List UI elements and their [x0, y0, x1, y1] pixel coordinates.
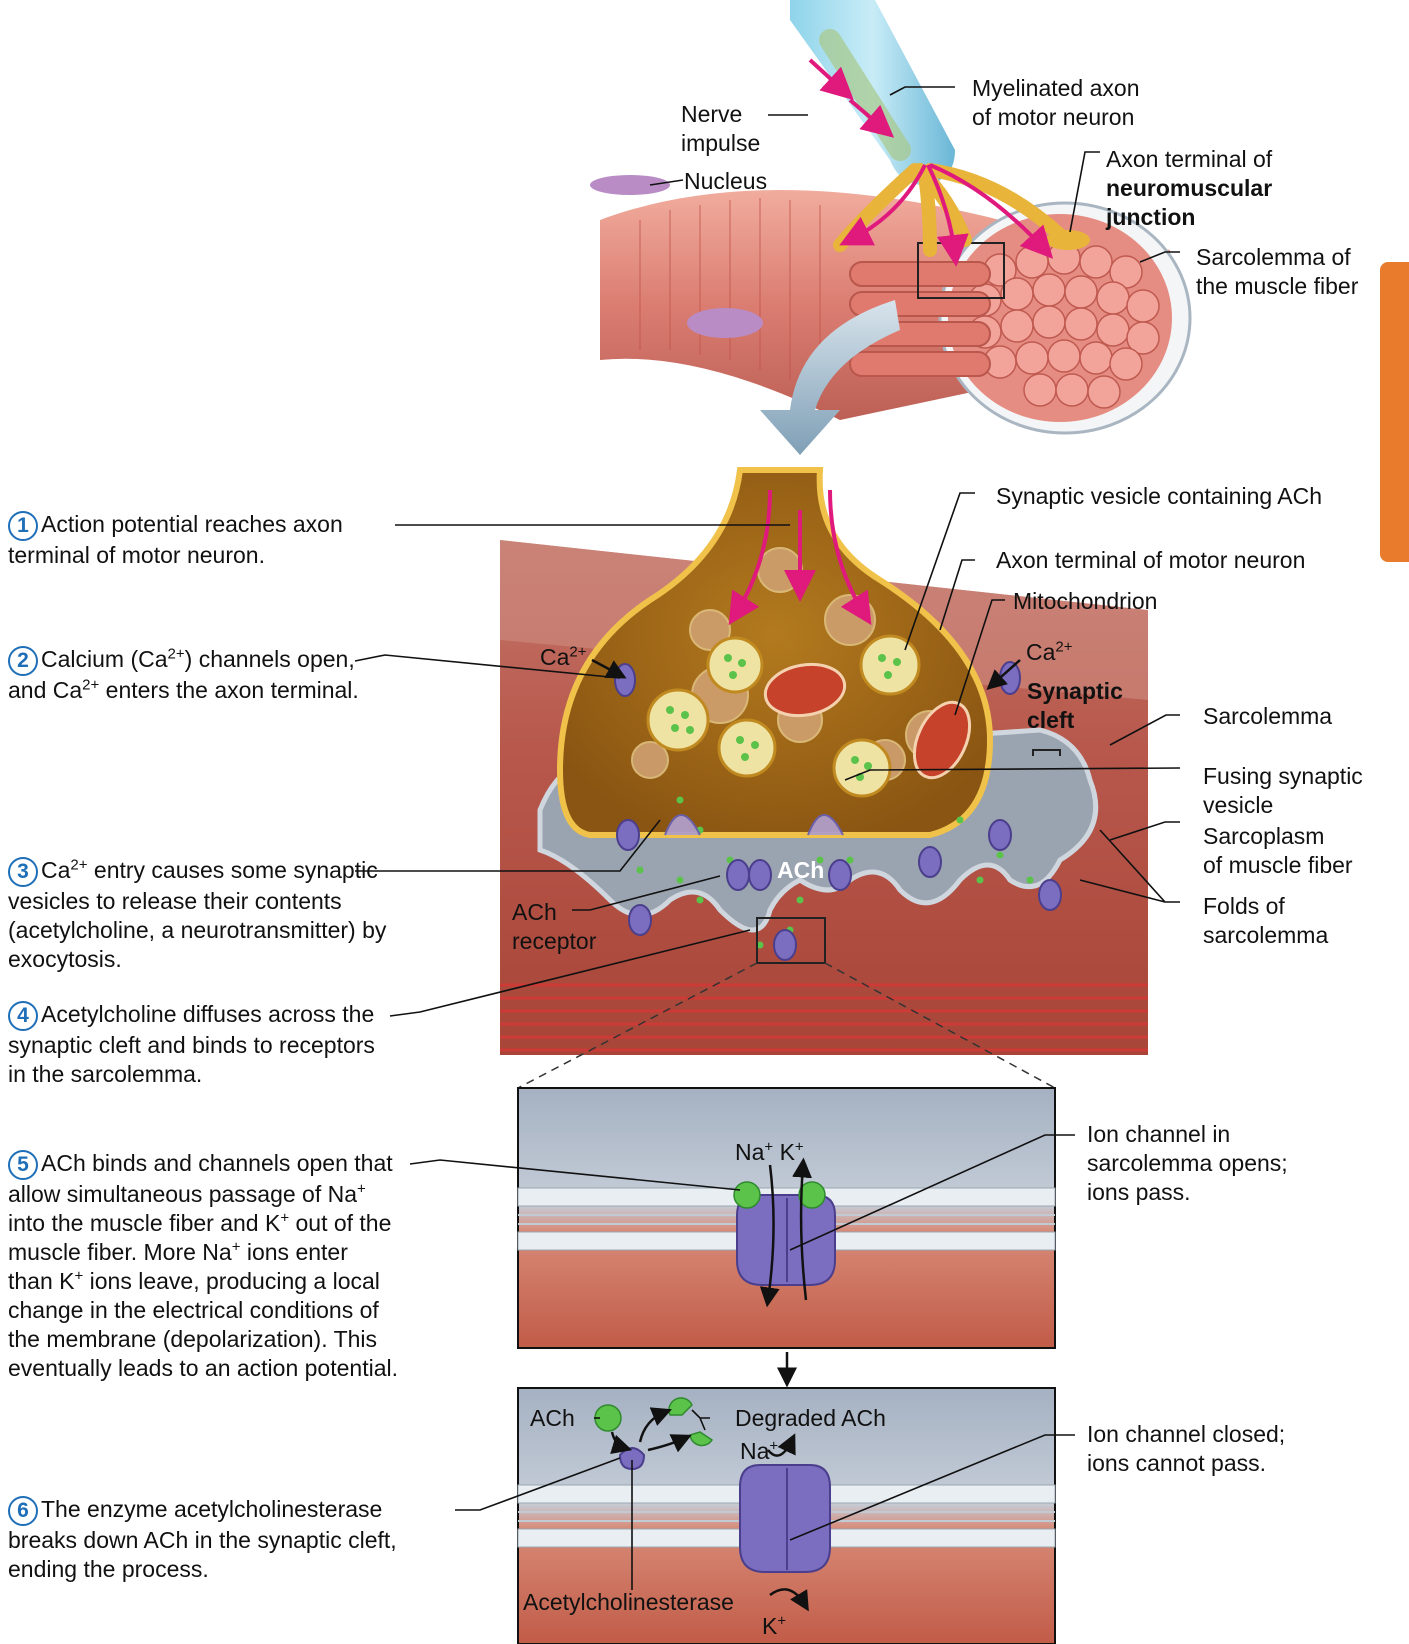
- na-label-closed: Na+: [740, 1437, 778, 1466]
- calcium-right-label: Ca2+: [1026, 638, 1073, 667]
- ach-label-box2: ACh: [530, 1404, 575, 1433]
- k-label-closed: K+: [762, 1612, 786, 1641]
- axon-terminal-label: Axon terminal of motor neuron: [996, 546, 1305, 575]
- axon-terminal-nmj-label: Axon terminal of neuromuscular junction: [1106, 145, 1272, 232]
- na-k-label-open: Na+ K+: [735, 1138, 804, 1167]
- ion-channel-closed-label: Ion channel closed;ions cannot pass.: [1087, 1420, 1285, 1478]
- synaptic-vesicle-label: Synaptic vesicle containing ACh: [996, 482, 1322, 511]
- calcium-left-label: Ca2+: [540, 643, 587, 672]
- acetylcholinesterase-label: Acetylcholinesterase: [523, 1588, 734, 1617]
- nucleus-label: Nucleus: [684, 167, 767, 196]
- degraded-ach-label: Degraded ACh: [735, 1404, 886, 1433]
- sarcolemma-label: Sarcolemma: [1203, 702, 1332, 731]
- ach-label: ACh: [777, 856, 824, 885]
- mitochondrion-label: Mitochondrion: [1013, 587, 1157, 616]
- ion-channel-open-panel: [518, 1088, 1055, 1348]
